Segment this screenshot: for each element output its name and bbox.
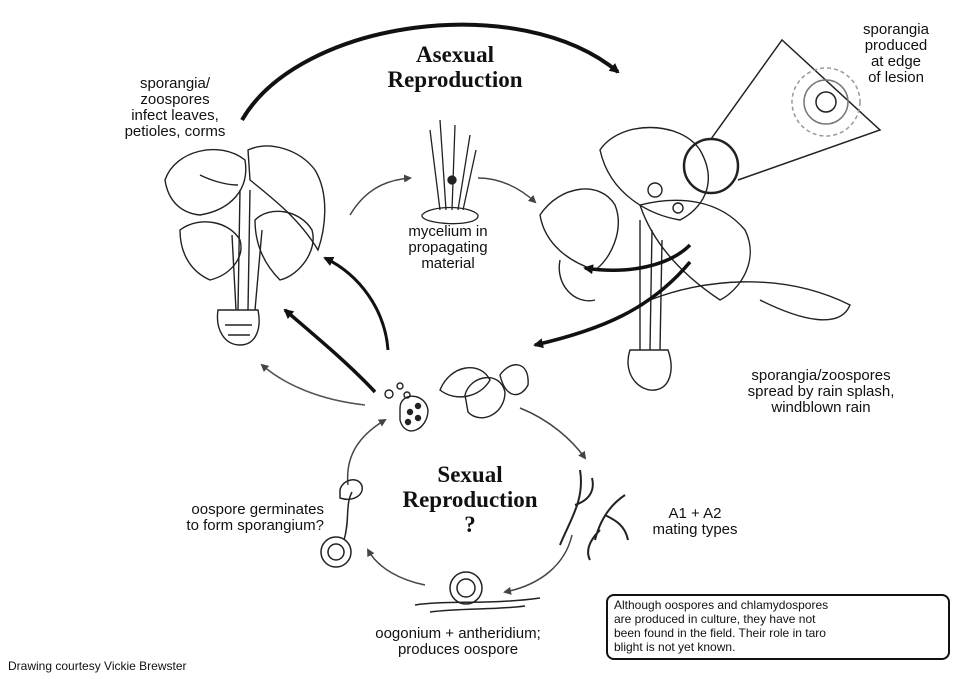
label-line: produces oospore	[338, 642, 578, 658]
oospore-note-box: Although oospores and chlamydospores are…	[606, 594, 950, 660]
label-line: spread by rain splash,	[706, 384, 936, 400]
label-line: mating types	[625, 522, 765, 538]
label-line: to form sporangium?	[104, 518, 324, 534]
germinating-oospore-drawing	[321, 480, 362, 567]
label-line: A1 + A2	[625, 506, 765, 522]
cycle-arrow-to-mycelium	[350, 178, 410, 215]
arrow-spores-to-left-lower	[285, 310, 375, 392]
propagating-material-drawing	[422, 120, 478, 224]
cycle-arrow-from-mycelium	[478, 178, 535, 202]
label-line: infect leaves,	[100, 108, 250, 124]
sexual-reproduction-heading: Sexual Reproduction ?	[395, 462, 545, 537]
sporangia-drawing	[385, 365, 528, 431]
mating-types-label: A1 + A2 mating types	[625, 506, 765, 538]
heading-line: Asexual	[360, 42, 550, 67]
note-line: Although oospores and chlamydospores	[614, 598, 942, 612]
infect-label: sporangia/ zoospores infect leaves, peti…	[100, 76, 250, 140]
heading-line: Reproduction	[360, 67, 550, 92]
label-line: sporangia/	[100, 76, 250, 92]
label-line: mycelium in	[378, 224, 518, 240]
label-line: oogonium + antheridium;	[338, 626, 578, 642]
lesion-edge-label: sporangia produced at edge of lesion	[836, 22, 956, 86]
label-line: produced	[836, 38, 956, 54]
mycelium-label: mycelium in propagating material	[378, 224, 518, 272]
sexual-arrow-left	[368, 550, 425, 585]
label-line: sporangia/zoospores	[706, 368, 936, 384]
label-line: windblown rain	[706, 400, 936, 416]
arrow-spores-gray	[262, 365, 365, 405]
label-line: petioles, corms	[100, 124, 250, 140]
drawing-credit: Drawing courtesy Vickie Brewster	[8, 659, 187, 673]
label-line: of lesion	[836, 70, 956, 86]
sexual-arrow-down	[505, 535, 572, 592]
label-line: material	[378, 256, 518, 272]
left-taro-plant-drawing	[165, 146, 325, 345]
mating-hyphae-drawing	[560, 470, 628, 560]
asexual-reproduction-heading: Asexual Reproduction	[360, 42, 550, 92]
oogonium-label: oogonium + antheridium; produces oospore	[338, 626, 578, 658]
note-line: been found in the field. Their role in t…	[614, 626, 942, 640]
spread-label: sporangia/zoospores spread by rain splas…	[706, 368, 936, 416]
label-line: sporangia	[836, 22, 956, 38]
oogonium-drawing	[415, 572, 540, 612]
heading-line: Reproduction	[395, 487, 545, 512]
sexual-arrow-up	[348, 420, 385, 485]
arrow-to-right-leaf	[585, 245, 690, 270]
label-line: at edge	[836, 54, 956, 70]
arrow-to-spores	[535, 262, 690, 345]
label-line: zoospores	[100, 92, 250, 108]
note-line: blight is not yet known.	[614, 640, 942, 654]
sexual-arrow-right	[520, 408, 585, 458]
label-line: oospore germinates	[104, 502, 324, 518]
label-line: propagating	[378, 240, 518, 256]
heading-line: Sexual	[395, 462, 545, 487]
heading-line: ?	[395, 512, 545, 537]
oospore-germinates-label: oospore germinates to form sporangium?	[104, 502, 324, 534]
note-line: are produced in culture, they have not	[614, 612, 942, 626]
right-taro-plant-drawing	[540, 128, 850, 391]
